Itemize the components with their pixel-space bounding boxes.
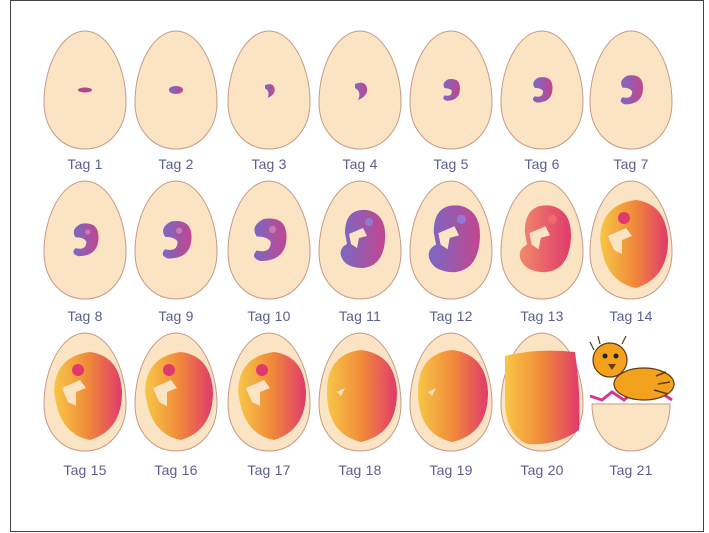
egg-shell [44, 181, 126, 299]
egg-icon [406, 28, 496, 153]
egg-icon [586, 28, 676, 153]
egg-stage-21: Tag 21 [586, 330, 676, 480]
egg-shell [501, 31, 583, 149]
egg-icon [315, 178, 405, 303]
embryo-shape [505, 351, 580, 445]
egg-stage-10: Tag 10 [224, 178, 314, 328]
stage-label: Tag 15 [40, 462, 130, 478]
stage-label: Tag 3 [224, 156, 314, 172]
egg-icon [224, 330, 314, 455]
egg-stage-18: Tag 18 [315, 330, 405, 480]
egg-icon [406, 330, 496, 455]
stage-label: Tag 13 [497, 308, 587, 324]
egg-stage-8: Tag 8 [40, 178, 130, 328]
egg-stage-2: Tag 2 [131, 28, 221, 178]
egg-stage-5: Tag 5 [406, 28, 496, 178]
egg-icon [224, 178, 314, 303]
egg-stage-19: Tag 19 [406, 330, 496, 480]
egg-shell [592, 404, 670, 451]
egg-icon [315, 330, 405, 455]
stage-label: Tag 1 [40, 156, 130, 172]
egg-icon [224, 28, 314, 153]
egg-stage-13: Tag 13 [497, 178, 587, 328]
stage-label: Tag 7 [586, 156, 676, 172]
stage-label: Tag 6 [497, 156, 587, 172]
egg-icon [315, 28, 405, 153]
egg-stage-20: Tag 20 [497, 330, 587, 480]
egg-icon [497, 330, 587, 455]
egg-icon [586, 330, 676, 455]
egg-icon [40, 330, 130, 455]
egg-shell [590, 31, 672, 149]
egg-icon [131, 330, 221, 455]
egg-stage-12: Tag 12 [406, 178, 496, 328]
stage-label: Tag 4 [315, 156, 405, 172]
egg-stage-16: Tag 16 [131, 330, 221, 480]
egg-stage-1: Tag 1 [40, 28, 130, 178]
stage-label: Tag 12 [406, 308, 496, 324]
stage-label: Tag 18 [315, 462, 405, 478]
egg-shell [135, 181, 217, 299]
stage-label: Tag 2 [131, 156, 221, 172]
stage-label: Tag 20 [497, 462, 587, 478]
stage-label: Tag 9 [131, 308, 221, 324]
stage-label: Tag 11 [315, 308, 405, 324]
egg-stage-11: Tag 11 [315, 178, 405, 328]
egg-icon [497, 28, 587, 153]
egg-icon [131, 178, 221, 303]
egg-stage-14: Tag 14 [586, 178, 676, 328]
egg-stage-17: Tag 17 [224, 330, 314, 480]
stage-label: Tag 10 [224, 308, 314, 324]
embryo-shape [169, 86, 183, 94]
egg-stage-6: Tag 6 [497, 28, 587, 178]
egg-icon [497, 178, 587, 303]
egg-shell [228, 181, 310, 299]
stage-label: Tag 5 [406, 156, 496, 172]
stage-label: Tag 19 [406, 462, 496, 478]
stage-label: Tag 21 [586, 462, 676, 478]
egg-icon [40, 178, 130, 303]
egg-stage-9: Tag 9 [131, 178, 221, 328]
egg-stage-3: Tag 3 [224, 28, 314, 178]
stage-label: Tag 8 [40, 308, 130, 324]
egg-shell [410, 31, 492, 149]
stage-label: Tag 14 [586, 308, 676, 324]
egg-icon [406, 178, 496, 303]
egg-icon [40, 28, 130, 153]
embryo-shape [78, 88, 92, 93]
egg-icon [586, 178, 676, 303]
stage-label: Tag 17 [224, 462, 314, 478]
hatched-chick-icon [590, 336, 674, 400]
egg-icon [131, 28, 221, 153]
egg-stage-15: Tag 15 [40, 330, 130, 480]
egg-stage-7: Tag 7 [586, 28, 676, 178]
egg-stage-4: Tag 4 [315, 28, 405, 178]
stage-label: Tag 16 [131, 462, 221, 478]
